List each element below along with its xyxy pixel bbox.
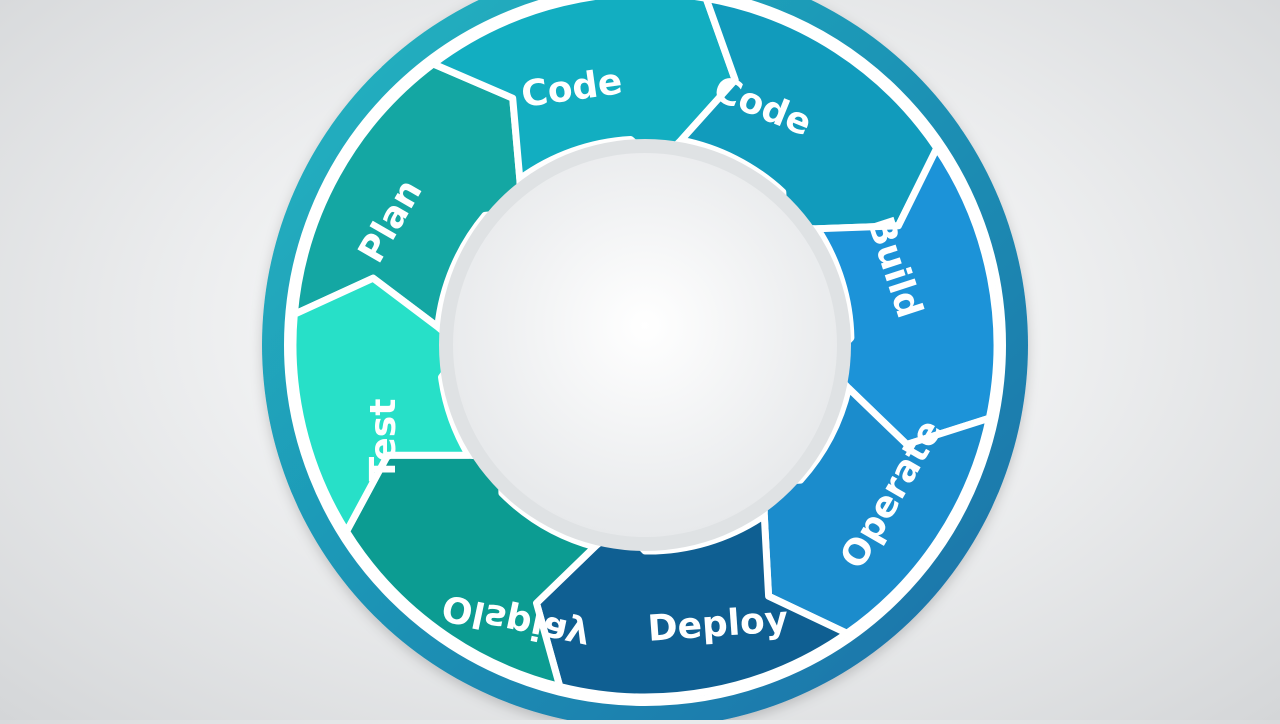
center-hub [453, 153, 837, 537]
segment-test [289, 274, 473, 535]
segment-label-deploy: Deploy [646, 599, 789, 650]
segment-code-2 [677, 0, 941, 233]
segment-group [289, 0, 1001, 701]
outer-ring-inner-line [284, 0, 1006, 706]
segment-code-1 [429, 0, 739, 183]
segment-deploy [533, 511, 851, 701]
segment-build [813, 144, 1001, 448]
segment-label-test: Test [363, 399, 404, 482]
